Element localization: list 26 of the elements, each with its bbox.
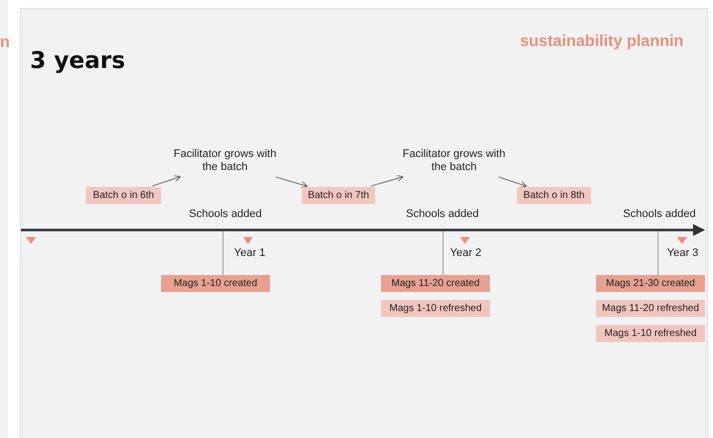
event-label: Schools added — [189, 208, 262, 220]
year-label: Year 2 — [450, 247, 482, 259]
milestone-box: Batch o in 7th — [302, 187, 375, 204]
milestone-box: Mags 11-20 created — [381, 275, 490, 292]
annotation-text: Facilitator grows with the batch — [170, 148, 280, 176]
cut-heading-text: n — [0, 34, 10, 52]
annotation-text: Facilitator grows with the batch — [399, 148, 509, 176]
arrow — [152, 175, 181, 186]
milestone-box: Batch o in 8th — [517, 187, 591, 204]
event-label: Schools added — [623, 208, 696, 220]
milestone-box: Mags 1-10 refreshed — [596, 325, 705, 342]
leader-line — [222, 230, 224, 276]
milestone-box: Mags 11-20 refreshed — [596, 300, 705, 317]
milestone-box: Mags 1-10 created — [161, 275, 270, 292]
arrow — [370, 175, 404, 186]
year-label: Year 3 — [667, 247, 698, 259]
arrow — [498, 176, 527, 188]
arrow — [275, 176, 308, 188]
leader-line — [442, 230, 444, 276]
section-heading: sustainability plannin — [520, 33, 684, 51]
event-label: Schools added — [406, 208, 479, 220]
milestone-box: Batch o in 6th — [86, 187, 161, 204]
slide-title: 3 years — [30, 48, 126, 74]
milestone-box: Mags 21-30 created — [596, 275, 705, 292]
year-label: Year 1 — [234, 247, 266, 259]
milestone-box: Mags 1-10 refreshed — [381, 300, 490, 317]
